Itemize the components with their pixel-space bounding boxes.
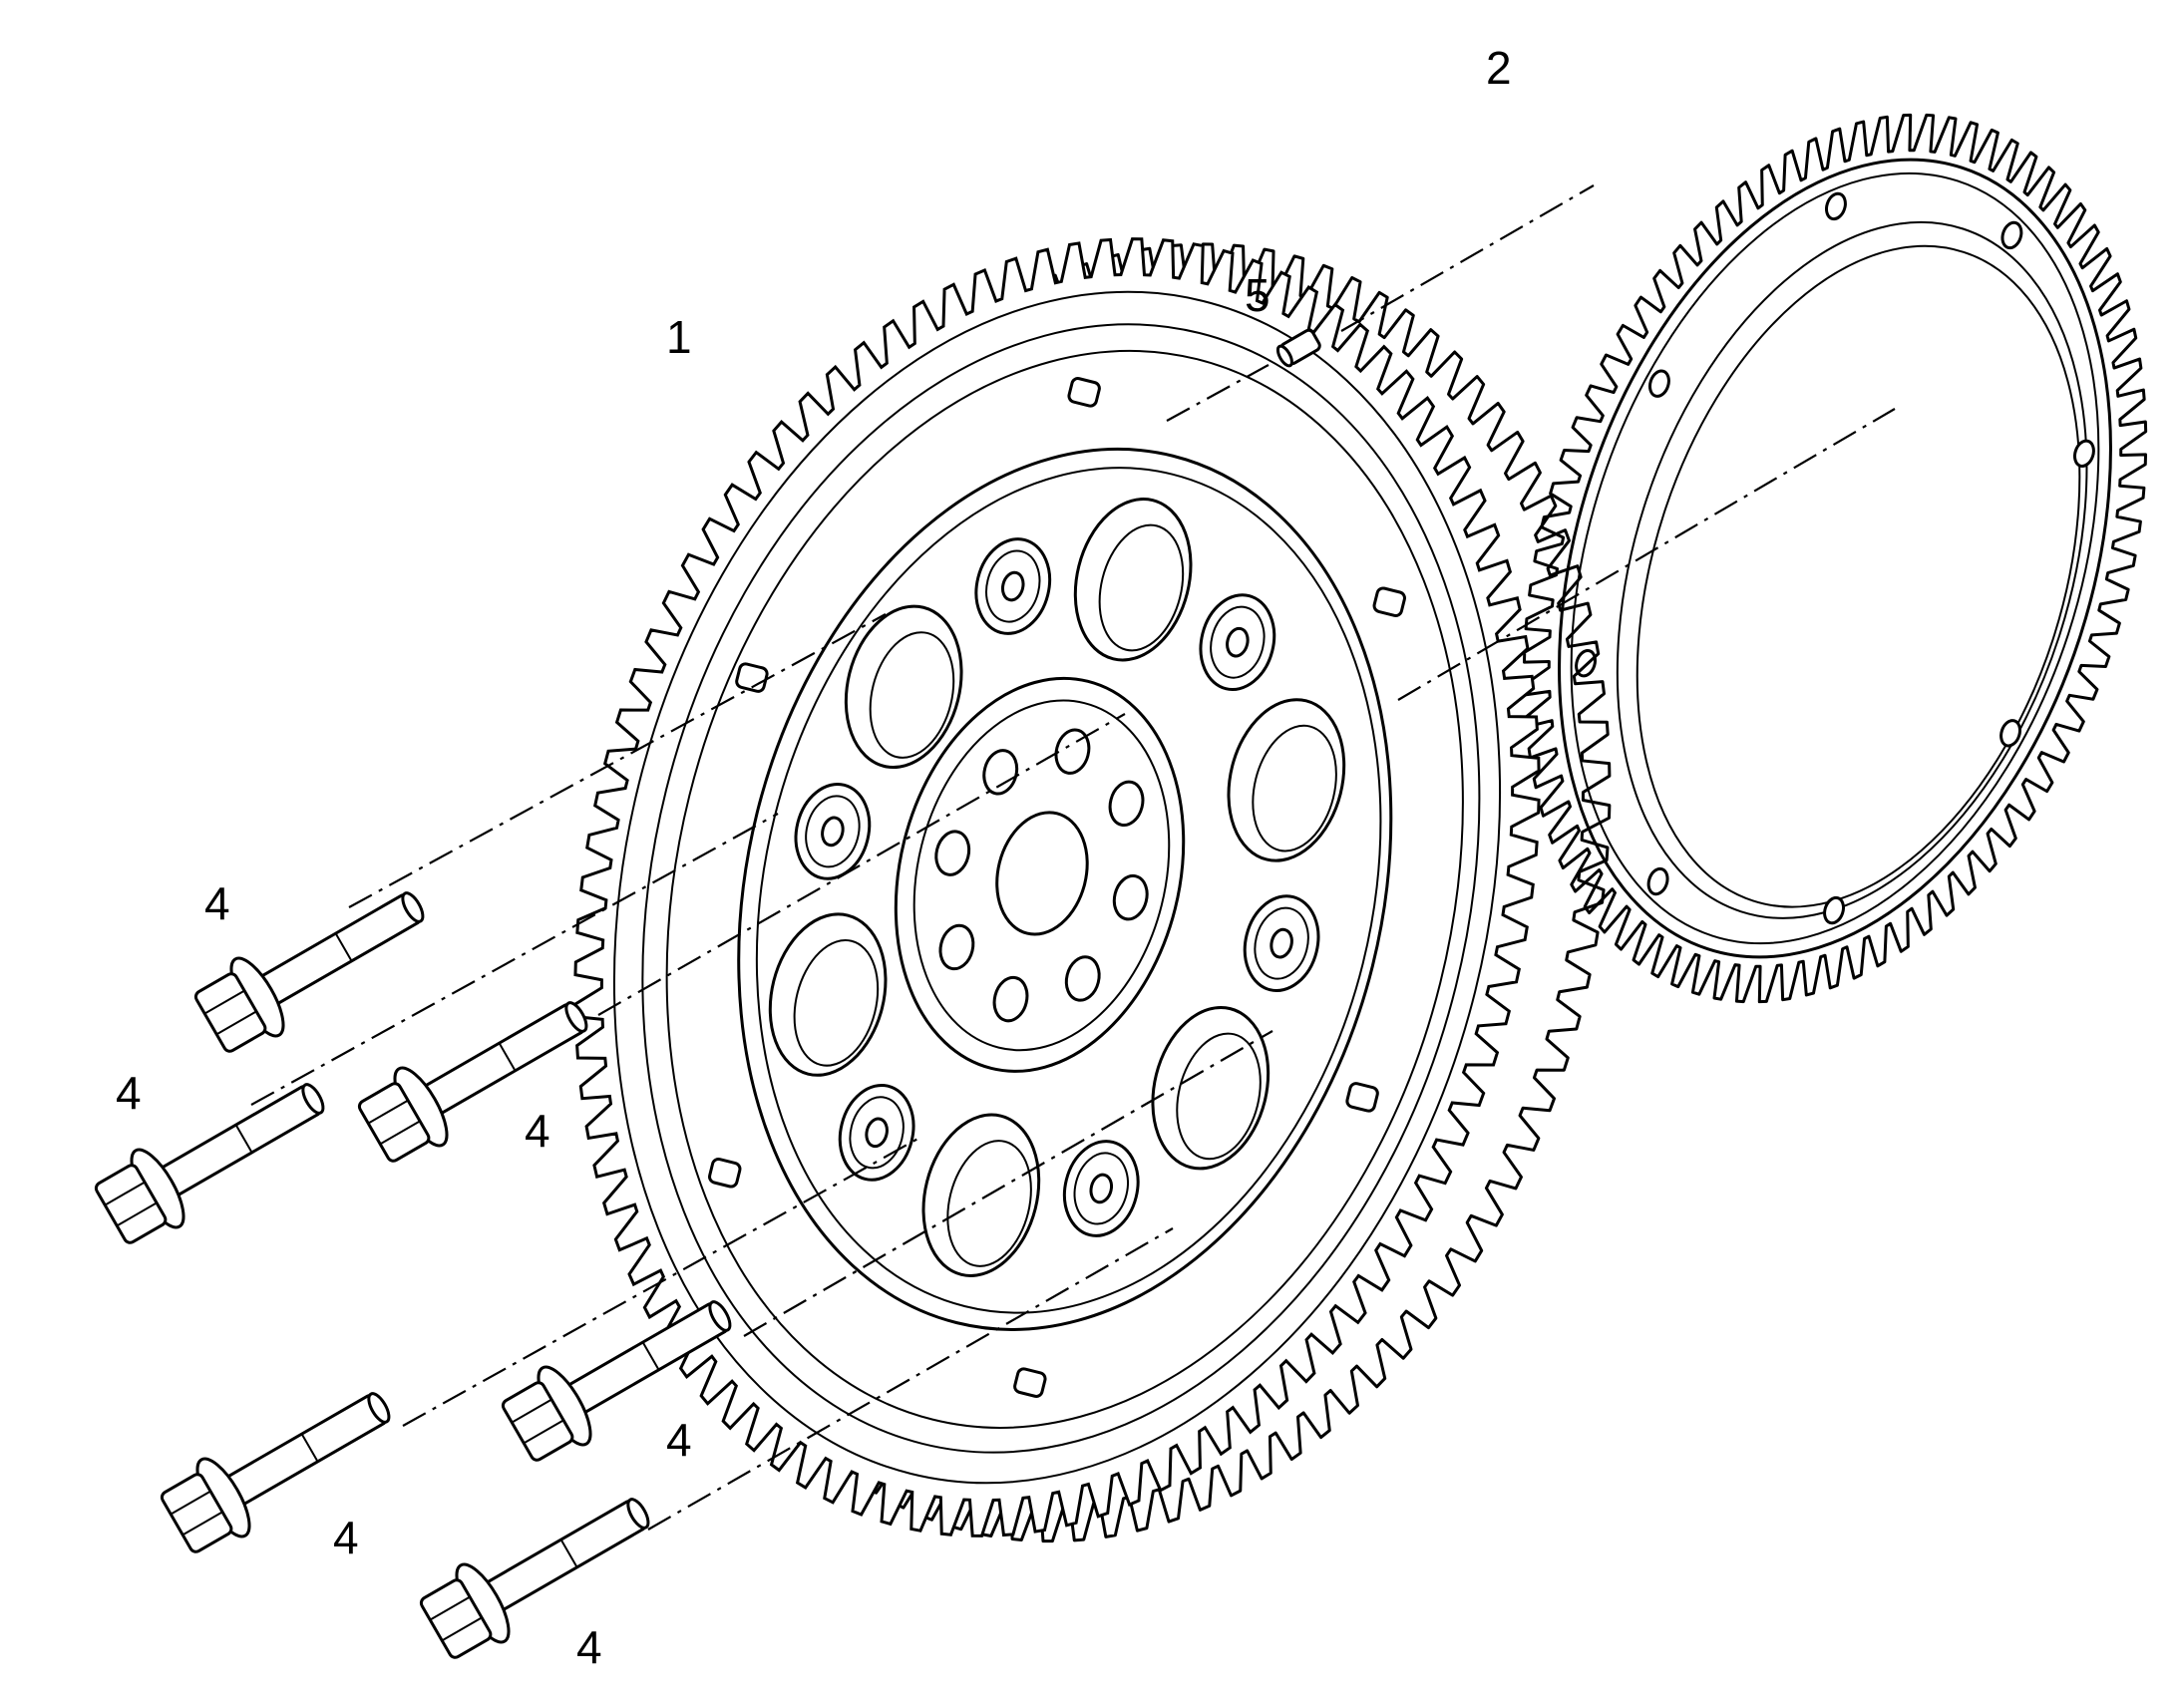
callout-bolt-4: 4 bbox=[333, 1512, 359, 1563]
dowel-pin bbox=[1275, 328, 1321, 368]
callout-ring-gear: 2 bbox=[1486, 42, 1512, 94]
callout-dowel-pin: 5 bbox=[1245, 269, 1271, 321]
bolt bbox=[94, 1083, 325, 1244]
callout-bolt-3: 4 bbox=[525, 1105, 550, 1157]
bolt bbox=[357, 1001, 588, 1163]
callout-bolt-1: 4 bbox=[204, 877, 230, 929]
bolts bbox=[94, 891, 732, 1659]
callout-bolt-2: 4 bbox=[116, 1067, 142, 1119]
bolt bbox=[193, 891, 425, 1053]
bolt bbox=[501, 1300, 732, 1462]
ring-gear bbox=[1522, 113, 2148, 1004]
callout-gear: 1 bbox=[666, 311, 692, 363]
callout-bolt-6: 4 bbox=[576, 1621, 602, 1673]
bolt bbox=[160, 1392, 391, 1553]
callout-bolt-5: 4 bbox=[666, 1414, 692, 1466]
main-gear bbox=[573, 237, 1612, 1543]
center-lines bbox=[250, 184, 1896, 1531]
bolt bbox=[419, 1498, 650, 1659]
